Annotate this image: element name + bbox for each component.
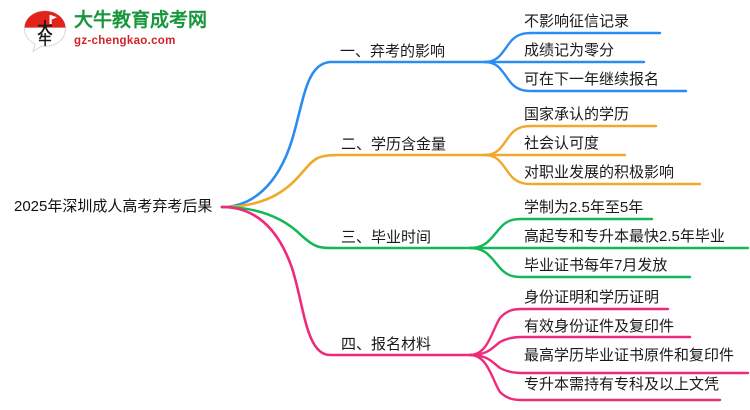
- leaf-label-4-2[interactable]: 有效身份证件及复印件: [524, 318, 675, 335]
- leaf-label-2-1[interactable]: 国家承认的学历: [524, 106, 630, 123]
- logo-title: 大牛教育成考网: [74, 10, 208, 31]
- site-logo[interactable]: 大 牛 大牛教育成考网 gz-chengkao.com: [22, 6, 207, 58]
- leaf-label-3-2[interactable]: 高起专和专升本最快2.5年毕业: [524, 228, 725, 245]
- branch-label-4[interactable]: 四、报名材料: [341, 336, 432, 353]
- root-node-label: 2025年深圳成人高考弃考后果: [14, 198, 213, 215]
- branch-label-1[interactable]: 一、弃考的影响: [340, 43, 446, 60]
- svg-text:牛: 牛: [38, 33, 51, 49]
- leaf-label-2-3[interactable]: 对职业发展的积极影响: [524, 164, 675, 181]
- leaf-label-3-1[interactable]: 学制为2.5年至5年: [524, 199, 644, 216]
- branch-label-2[interactable]: 二、学历含金量: [341, 136, 447, 153]
- leaf-label-1-1[interactable]: 不影响征信记录: [524, 13, 630, 30]
- leaf-label-3-3[interactable]: 毕业证书每年7月发放: [524, 257, 668, 274]
- logo-mark-icon: 大 牛: [22, 8, 68, 54]
- leaf-label-1-2[interactable]: 成绩记为零分: [524, 42, 615, 59]
- logo-domain: gz-chengkao.com: [74, 35, 176, 47]
- logo-text: 大牛教育成考网 gz-chengkao.com: [74, 10, 207, 49]
- leaf-label-4-1[interactable]: 身份证明和学历证明: [524, 289, 660, 306]
- leaf-label-1-3[interactable]: 可在下一年继续报名: [524, 71, 660, 88]
- leaf-label-4-3[interactable]: 最高学历毕业证书原件和复印件: [524, 347, 735, 364]
- leaf-label-4-4[interactable]: 专升本需持有专科及以上文凭: [524, 376, 720, 393]
- leaf-label-2-2[interactable]: 社会认可度: [524, 135, 600, 152]
- branch-label-3[interactable]: 三、毕业时间: [341, 229, 432, 246]
- svg-text:大: 大: [37, 19, 53, 38]
